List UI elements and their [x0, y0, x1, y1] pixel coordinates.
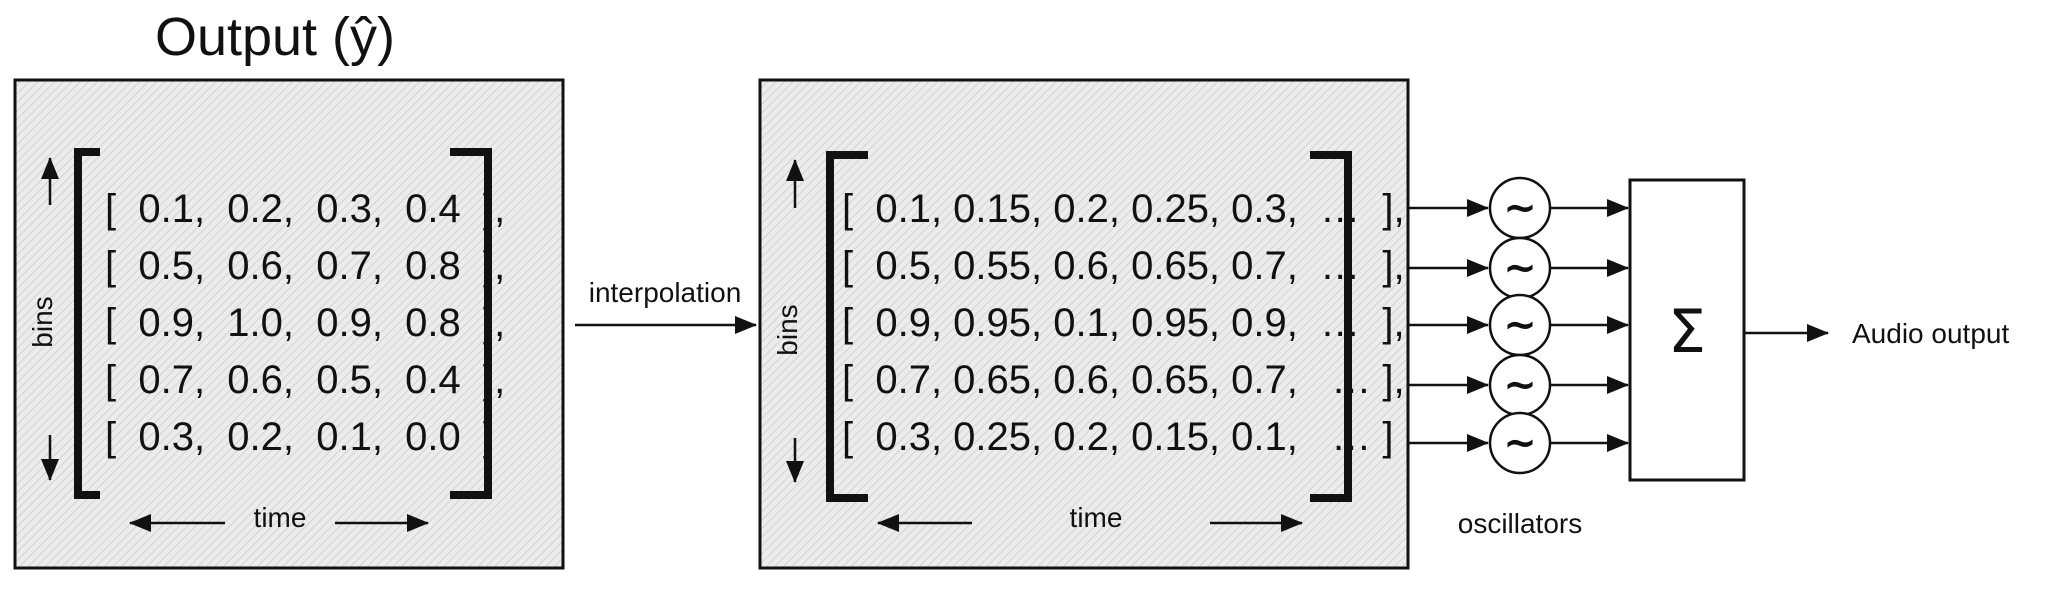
- right-matrix-row: [ 0.9, 0.95, 0.1, 0.95, 0.9, … ],: [842, 301, 1405, 345]
- left-matrix-close-bracket: [450, 148, 492, 499]
- left-time-label: time: [254, 502, 307, 533]
- oscillators-label: oscillators: [1458, 508, 1582, 539]
- sigma-icon: Σ: [1668, 297, 1706, 367]
- right-matrix-close-bracket: [1310, 151, 1352, 502]
- interpolation-label: interpolation: [589, 277, 742, 308]
- sine-wave-icon: ~: [1503, 362, 1537, 408]
- oscillator-bank: ~ ~ ~ ~ ~: [1408, 176, 1629, 475]
- summation-block: [1628, 178, 1746, 482]
- right-panel-box: [758, 78, 1410, 570]
- right-panel: bins [ 0.1, 0.15, 0.2, 0.25, 0.3, … ], […: [758, 78, 1410, 570]
- left-panel: bins [ 0.1, 0.2, 0.3, 0.4 ], [ 0.5, 0.6,…: [13, 78, 565, 570]
- sine-wave-icon: ~: [1503, 302, 1537, 348]
- right-matrix-row: [ 0.3, 0.25, 0.2, 0.15, 0.1, … ]: [842, 415, 1393, 459]
- audio-output-label: Audio output: [1852, 318, 2009, 349]
- right-matrix-row: [ 0.1, 0.15, 0.2, 0.25, 0.3, … ],: [842, 187, 1405, 231]
- left-panel-box: [13, 78, 565, 570]
- right-matrix-row: [ 0.7, 0.65, 0.6, 0.65, 0.7, … ],: [842, 358, 1405, 402]
- right-matrix-open-bracket: [826, 151, 868, 502]
- left-matrix-row: [ 0.5, 0.6, 0.7, 0.8 ],: [105, 244, 505, 288]
- left-matrix-open-bracket: [74, 148, 100, 499]
- left-matrix-row: [ 0.7, 0.6, 0.5, 0.4 ],: [105, 358, 505, 402]
- output-title: Output (ŷ): [155, 7, 395, 67]
- right-matrix-row: [ 0.5, 0.55, 0.6, 0.65, 0.7, … ],: [842, 244, 1405, 288]
- left-matrix-row: [ 0.3, 0.2, 0.1, 0.0 ]: [105, 415, 494, 459]
- sine-wave-icon: ~: [1503, 420, 1537, 466]
- sine-wave-icon: ~: [1503, 185, 1537, 231]
- sine-wave-icon: ~: [1503, 245, 1537, 291]
- left-matrix-row: [ 0.1, 0.2, 0.3, 0.4 ],: [105, 187, 505, 231]
- left-matrix-row: [ 0.9, 1.0, 0.9, 0.8 ],: [105, 301, 505, 345]
- right-bins-label: bins: [772, 304, 803, 355]
- right-time-label: time: [1070, 502, 1123, 533]
- left-bins-label: bins: [27, 296, 58, 347]
